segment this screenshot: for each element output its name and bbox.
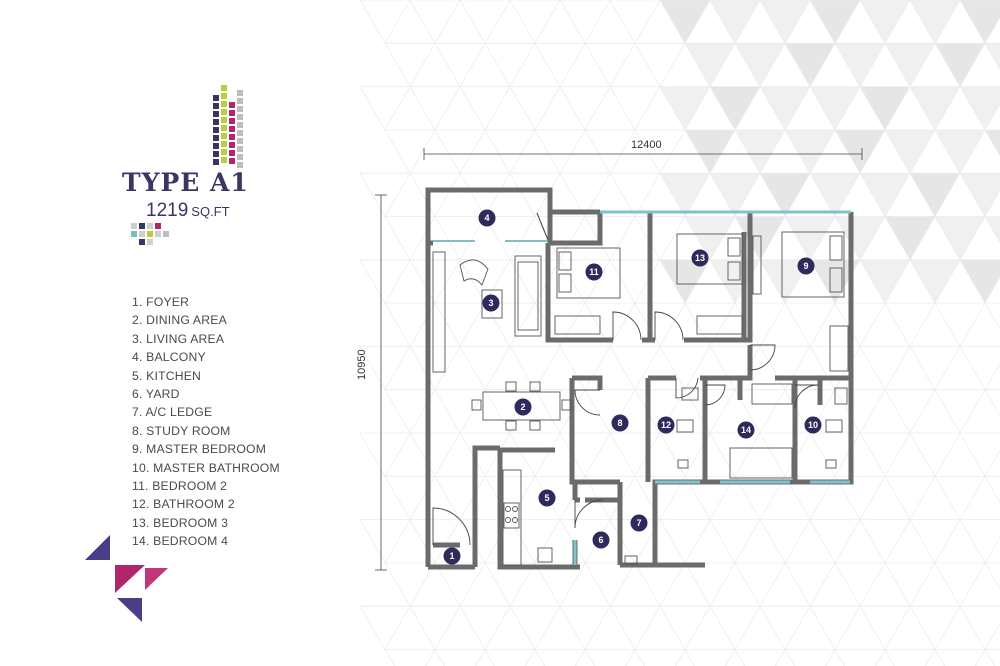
balcony-sliding-door xyxy=(433,212,549,242)
room-marker-3: 3 xyxy=(482,294,500,312)
area-unit: SQ.FT xyxy=(191,204,230,219)
legend-item: 5. KITCHEN xyxy=(132,368,202,383)
room-marker-label: 1 xyxy=(449,551,454,561)
room-marker-label: 13 xyxy=(695,253,705,263)
room-marker-8: 8 xyxy=(611,414,629,432)
legend-item: 8. STUDY ROOM xyxy=(132,423,231,438)
room-marker-label: 2 xyxy=(520,402,525,412)
room-marker-13: 13 xyxy=(691,249,709,267)
room-marker-6: 6 xyxy=(592,531,610,549)
legend-item: 4. BALCONY xyxy=(132,350,206,365)
room-marker-5: 5 xyxy=(538,489,556,507)
room-marker-11: 11 xyxy=(585,263,603,281)
legend-item: 9. MASTER BEDROOM xyxy=(132,442,267,457)
legend-item: 13. BEDROOM 3 xyxy=(132,515,229,530)
corner-triangles-graphic xyxy=(85,535,168,622)
room-marker-2: 2 xyxy=(514,398,532,416)
area-value: 1219 xyxy=(146,200,189,221)
room-marker-label: 8 xyxy=(617,418,622,428)
room-marker-label: 9 xyxy=(803,261,808,271)
room-marker-label: 7 xyxy=(636,518,641,528)
legend-item: 2. DINING AREA xyxy=(132,313,227,328)
width-dimension-label: 12400 xyxy=(631,139,662,151)
height-dimension-label: 10950 xyxy=(356,349,368,380)
windows xyxy=(573,210,851,565)
legend-item: 14. BEDROOM 4 xyxy=(132,534,229,549)
room-marker-9: 9 xyxy=(797,257,815,275)
room-legend: 1. FOYER 2. DINING AREA 3. LIVING AREA 4… xyxy=(132,293,280,550)
legend-item: 12. BATHROOM 2 xyxy=(132,497,235,512)
room-marker-10: 10 xyxy=(804,416,822,434)
walls xyxy=(425,187,854,570)
room-marker-label: 3 xyxy=(488,298,493,308)
room-marker-4: 4 xyxy=(478,209,496,227)
room-marker-label: 6 xyxy=(598,535,603,545)
room-marker-label: 10 xyxy=(808,420,818,430)
room-marker-12: 12 xyxy=(657,416,675,434)
width-dimension-line xyxy=(423,148,863,160)
unit-type-title: TYPE A1 xyxy=(122,168,249,197)
room-marker-label: 4 xyxy=(484,213,489,223)
room-marker-label: 12 xyxy=(661,420,671,430)
room-marker-label: 5 xyxy=(544,493,549,503)
room-marker-14: 14 xyxy=(737,421,755,439)
legend-item: 11. BEDROOM 2 xyxy=(132,478,228,493)
room-marker-1: 1 xyxy=(443,547,461,565)
height-dimension-line xyxy=(375,194,387,571)
legend-item: 7. A/C LEDGE xyxy=(132,405,213,420)
room-marker-label: 11 xyxy=(589,267,599,277)
room-marker-7: 7 xyxy=(630,514,648,532)
legend-item: 6. YARD xyxy=(132,386,180,401)
furniture xyxy=(432,231,849,566)
logo-dot-graphic xyxy=(131,223,169,245)
room-marker-label: 14 xyxy=(741,425,751,435)
logo-bar-graphic xyxy=(213,85,243,168)
door-swings xyxy=(432,311,819,546)
legend-item: 3. LIVING AREA xyxy=(132,331,225,346)
legend-item: 1. FOYER xyxy=(132,295,190,309)
legend-item: 10. MASTER BATHROOM xyxy=(132,460,280,475)
